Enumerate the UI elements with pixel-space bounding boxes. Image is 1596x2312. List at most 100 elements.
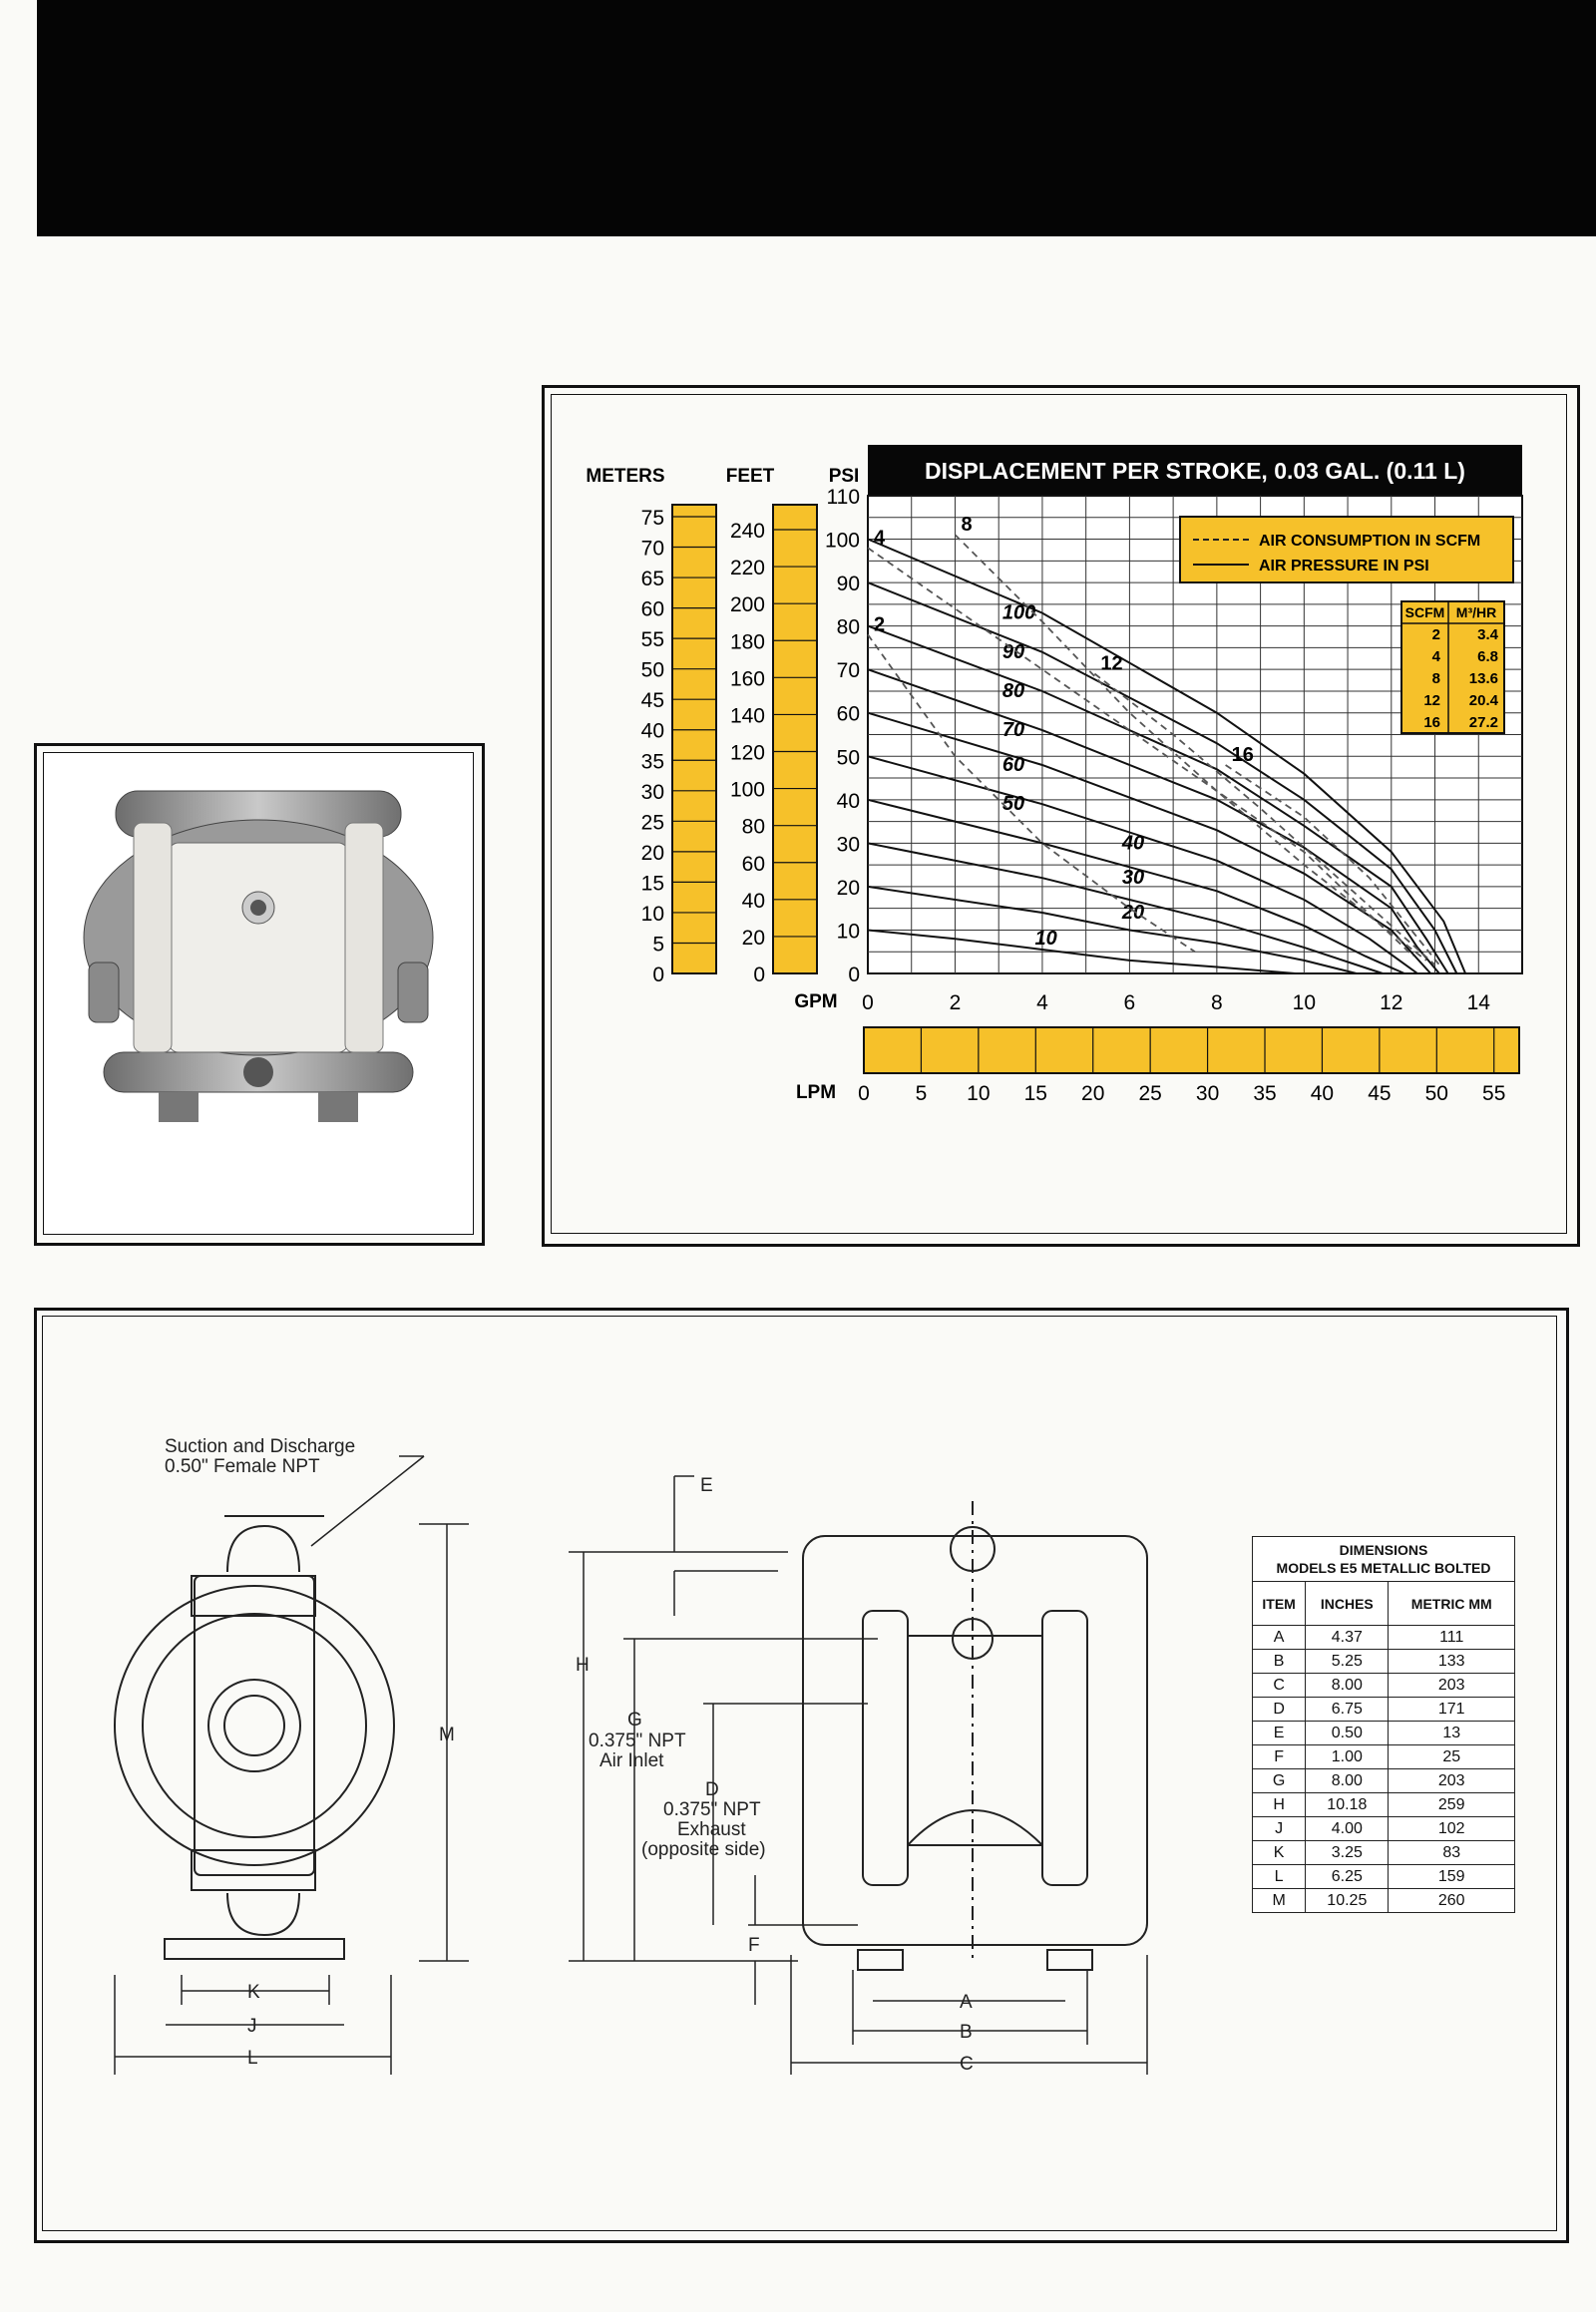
feet-tick-label: 60: [742, 853, 765, 876]
top-banner: [37, 0, 1596, 236]
table-cell: C: [1251, 1673, 1307, 1698]
table-cell: B: [1251, 1649, 1307, 1674]
feet-tick-label: 240: [730, 520, 765, 543]
table-cell: L: [1251, 1864, 1307, 1889]
lpm-axis-label: LPM: [796, 1082, 836, 1103]
table-cell: M: [1251, 1888, 1307, 1913]
pressure-curve-30: [867, 842, 1384, 974]
pressure-curve-50: [867, 755, 1418, 974]
table-cell: 133: [1388, 1649, 1515, 1674]
lpm-tick-label: 25: [1138, 1082, 1161, 1105]
lpm-tick-label: 55: [1482, 1082, 1505, 1105]
chart-frame-outer: [542, 385, 1580, 1247]
dimensions-table-title: DIMENSIONS MODELS E5 METALLIC BOLTED: [1252, 1536, 1515, 1582]
photo-frame-outer: [34, 743, 485, 1246]
table-cell: 83: [1388, 1840, 1515, 1865]
conversion-table-cell: 27.2: [1469, 714, 1498, 731]
meters-tick-label: 5: [652, 933, 664, 956]
air-consumption-label: 4: [874, 527, 886, 549]
pressure-curve-70: [867, 668, 1440, 974]
psi-tick-label: 100: [825, 530, 860, 553]
pressure-curve-90: [867, 581, 1458, 974]
meters-tick-label: 75: [641, 507, 664, 530]
feet-axis-label: FEET: [726, 466, 775, 487]
table-cell: 8.00: [1305, 1768, 1390, 1793]
lpm-tick-label: 40: [1311, 1082, 1334, 1105]
table-cell: H: [1251, 1792, 1307, 1817]
air-consumption-curve-8: [954, 534, 1427, 962]
feet-tick-label: 40: [742, 890, 765, 913]
pressure-curve-100: [867, 538, 1467, 974]
meters-scale-bar: [671, 504, 717, 974]
psi-tick-label: 70: [837, 659, 860, 682]
feet-tick-label: 140: [730, 704, 765, 727]
table-cell: 1.00: [1305, 1744, 1390, 1769]
meters-tick-label: 10: [641, 903, 664, 926]
psi-tick-label: 10: [837, 920, 860, 943]
table-cell: 0.50: [1305, 1721, 1390, 1745]
air-consumption-curve-2: [867, 633, 1196, 953]
table-cell: 111: [1388, 1625, 1515, 1650]
table-cell: 25: [1388, 1744, 1515, 1769]
pressure-curve-40: [867, 798, 1405, 974]
table-cell: 10.18: [1305, 1792, 1390, 1817]
psi-axis-label: PSI: [829, 466, 860, 487]
psi-tick-label: 40: [837, 790, 860, 813]
legend-air-consumption: AIR CONSUMPTION IN SCFM: [1259, 533, 1480, 550]
gpm-tick-label: 4: [1036, 991, 1048, 1014]
col-header-inches: INCHES: [1305, 1581, 1390, 1626]
psi-tick-label: 80: [837, 616, 860, 639]
table-cell: 203: [1388, 1768, 1515, 1793]
pressure-curve-label: 50: [1002, 793, 1024, 815]
pressure-curve-label: 60: [1002, 754, 1024, 776]
meters-tick-label: 60: [641, 598, 664, 621]
lpm-tick-label: 35: [1253, 1082, 1276, 1105]
chart-legend: [1179, 516, 1514, 583]
table-cell: 10.25: [1305, 1888, 1390, 1913]
table-cell: 5.25: [1305, 1649, 1390, 1674]
air-consumption-label: 8: [961, 514, 972, 536]
meters-tick-label: 50: [641, 659, 664, 682]
table-cell: 4.37: [1305, 1625, 1390, 1650]
table-cell: 8.00: [1305, 1673, 1390, 1698]
feet-tick-label: 0: [753, 963, 765, 986]
meters-tick-label: 55: [641, 628, 664, 651]
gpm-tick-label: 14: [1467, 991, 1491, 1014]
lpm-tick-label: 50: [1425, 1082, 1448, 1105]
table-cell: E: [1251, 1721, 1307, 1745]
chart-frame-inner: [551, 394, 1567, 1234]
gpm-tick-label: 6: [1124, 991, 1136, 1014]
lpm-tick-label: 45: [1368, 1082, 1391, 1105]
conversion-table-cell: 4: [1432, 648, 1441, 665]
table-cell: 171: [1388, 1697, 1515, 1722]
table-cell: 259: [1388, 1792, 1515, 1817]
table-cell: J: [1251, 1816, 1307, 1841]
gpm-tick-label: 12: [1380, 991, 1402, 1014]
gpm-tick-label: 8: [1211, 991, 1223, 1014]
air-consumption-label: 16: [1232, 744, 1254, 766]
table-cell: 102: [1388, 1816, 1515, 1841]
table-cell: 260: [1388, 1888, 1515, 1913]
table-cell: 203: [1388, 1673, 1515, 1698]
psi-tick-label: 50: [837, 746, 860, 769]
psi-tick-label: 60: [837, 703, 860, 726]
feet-tick-label: 80: [742, 816, 765, 839]
table-cell: F: [1251, 1744, 1307, 1769]
air-consumption-curve-12: [1093, 672, 1436, 965]
conversion-table-header: M³/HR: [1456, 604, 1496, 620]
conversion-table-cell: 20.4: [1469, 692, 1499, 709]
drawing-frame-inner: [42, 1316, 1557, 2231]
meters-tick-label: 0: [652, 963, 664, 986]
feet-tick-label: 20: [742, 927, 765, 950]
gpm-tick-label: 10: [1293, 991, 1316, 1014]
chart-title-bar: [868, 445, 1522, 496]
pressure-curve-label: 40: [1121, 832, 1144, 854]
col-header-item: ITEM: [1251, 1581, 1307, 1626]
